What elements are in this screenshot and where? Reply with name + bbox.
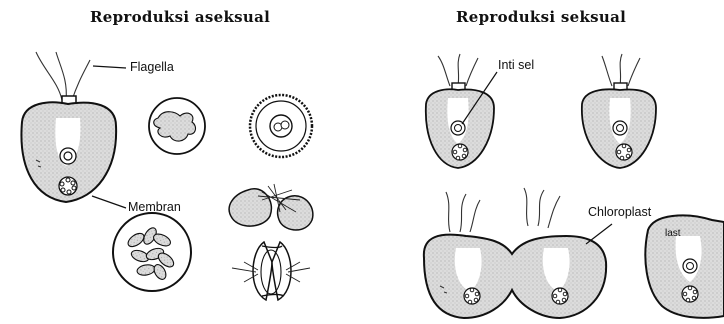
flagella-pointer: [93, 66, 126, 68]
sexual-cell-1: [426, 54, 494, 168]
dividing-cell-stage-1: [149, 98, 205, 154]
chloroplast-pointer: [586, 224, 612, 244]
label-nucleus: Inti sel: [498, 58, 534, 72]
asexual-flagellated-cell: [21, 52, 116, 202]
zygospore: [250, 95, 312, 157]
sexual-cell-2: [582, 54, 656, 168]
flagella-strands: [36, 52, 90, 100]
membrane-pointer: [92, 196, 126, 208]
label-membrane: Membran: [128, 200, 181, 214]
fusing-gamete-pair: [424, 188, 606, 318]
label-plast-fragment: last: [665, 228, 681, 239]
label-flagella: Flagella: [130, 60, 174, 74]
conjugating-cells: [232, 242, 310, 300]
sexual-cell-partial: [645, 215, 724, 317]
daughter-cells: [113, 213, 191, 291]
label-chloroplast: Chloroplast: [588, 205, 651, 219]
pairing-gametes: [229, 184, 313, 230]
